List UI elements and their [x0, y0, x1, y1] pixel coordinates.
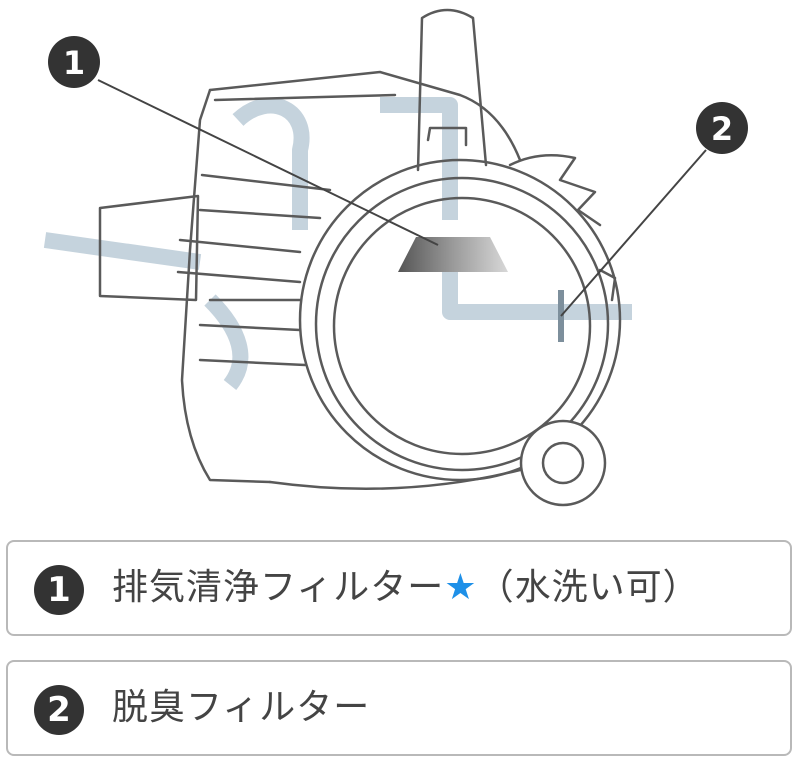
legend-item-deodorizing-filter: 2 脱臭フィルター [6, 660, 792, 756]
leader-line-1 [97, 79, 439, 246]
legend-number-badge: 2 [34, 685, 84, 735]
legend-label: 排気清浄フィルター★（水洗い可） [112, 542, 700, 634]
star-icon: ★ [444, 567, 478, 608]
legend-label-text: 排気清浄フィルター [112, 567, 445, 608]
callout-badge-2: 2 [696, 102, 748, 154]
legend-item-exhaust-filter: 1 排気清浄フィルター★（水洗い可） [6, 540, 792, 636]
legend-label: 脱臭フィルター [112, 662, 370, 754]
leader-line-2 [560, 149, 707, 317]
legend-number-badge: 1 [34, 565, 84, 615]
callout-badge-2-number: 2 [711, 110, 733, 148]
legend-label-text: 脱臭フィルター [112, 687, 371, 728]
vacuum-cleaner-diagram: 1 2 [43, 8, 748, 507]
vacuum-body-outline [98, 8, 622, 507]
exhaust-filter-part [398, 237, 508, 272]
callout-badge-1: 1 [48, 36, 100, 88]
legend-note: （水洗い可） [477, 567, 700, 608]
callout-badge-1-number: 1 [63, 44, 85, 82]
